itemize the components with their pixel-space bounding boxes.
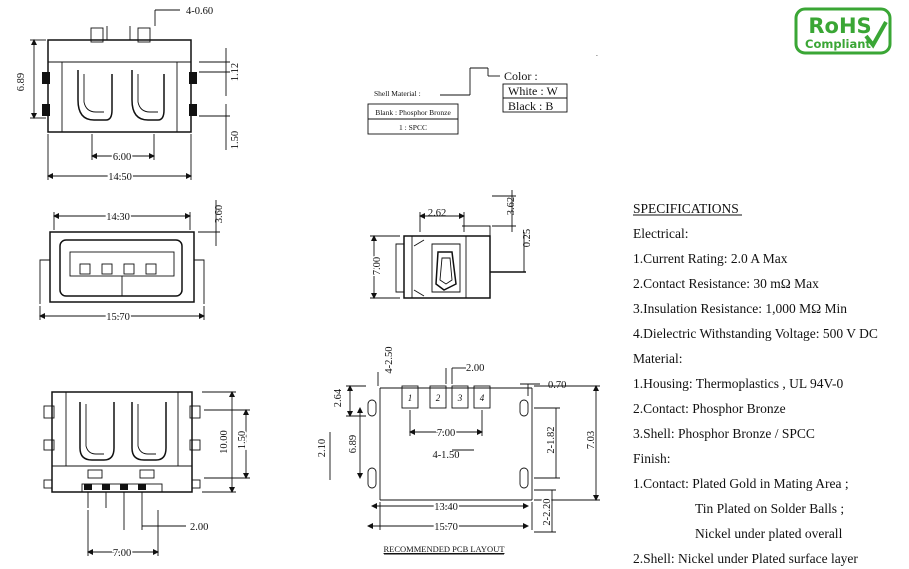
- spec-line: 2.Shell: Nickel under Plated surface lay…: [633, 551, 858, 566]
- color-row: Black : B: [508, 99, 553, 113]
- dim-label: 0.25: [522, 229, 533, 247]
- dim-label: 7.00: [113, 548, 131, 559]
- color-title: Color :: [504, 69, 538, 83]
- dim-label: 1.50: [237, 431, 248, 449]
- dim-label: 2.00: [466, 363, 484, 374]
- dim-label: 2.10: [317, 439, 328, 457]
- dim-label: 6.89: [348, 435, 359, 453]
- dim-label: 10.00: [219, 430, 230, 454]
- rohs-logo: RoHS Compliant: [794, 7, 892, 55]
- material-row: Blank : Phosphor Bronze: [375, 108, 451, 117]
- dim-label: 2-2.20: [542, 498, 553, 525]
- dim-label: 13.40: [434, 502, 458, 513]
- dim-label: 1.12: [230, 63, 241, 81]
- dim-label: 7.00: [437, 428, 455, 439]
- dim-label: 3.60: [214, 205, 225, 223]
- dim-label: 15.70: [434, 522, 458, 533]
- logo-line1: RoHS: [808, 14, 871, 38]
- dim-label: 6.00: [113, 152, 131, 163]
- spec-heading: SPECIFICATIONS: [633, 201, 739, 216]
- spec-line: 3.Insulation Resistance: 1,000 MΩ Min: [633, 301, 847, 316]
- svg-text:.: .: [596, 49, 598, 58]
- side-view: 2.62 3.62 7.00 0.25: [370, 190, 533, 299]
- dim-label: 7.03: [586, 431, 597, 449]
- pcb-layout: 1 2 3 4 4-2.50 2.00 0.70 2.64 6.89 2.10 …: [317, 346, 600, 555]
- spec-line: 4.Dielectric Withstanding Voltage: 500 V…: [633, 326, 878, 341]
- top-view: 4-0.60 6.89 1.12 1.50 6.00 14.50: [16, 6, 241, 185]
- logo-line2: Compliant: [805, 37, 871, 51]
- spec-line: 2.Contact: Phosphor Bronze: [633, 401, 786, 416]
- pin-number: 1: [408, 393, 413, 403]
- material-title: Shell Material :: [374, 89, 421, 98]
- dim-label: 2.62: [428, 208, 446, 219]
- spec-line: 1.Contact: Plated Gold in Mating Area ;: [633, 476, 849, 491]
- dim-label: 4-2.50: [384, 346, 395, 373]
- spec-line: Nickel under plated overall: [695, 526, 843, 541]
- color-table: Color : White : W Black : B: [502, 69, 568, 113]
- spec-line: 1.Current Rating: 2.0 A Max: [633, 251, 788, 266]
- spec-line: 1.Housing: Thermoplastics , UL 94V-0: [633, 376, 843, 391]
- dim-label: 7.00: [372, 257, 383, 275]
- front-view: 14.30 3.60 15.70: [39, 200, 225, 325]
- dim-label: 15.70: [106, 312, 130, 323]
- spec-line: 3.Shell: Phosphor Bronze / SPCC: [633, 426, 815, 441]
- dim-label: 14.50: [108, 172, 132, 183]
- dim-label: 2.64: [333, 388, 344, 407]
- shell-material-table: Shell Material : Blank : Phosphor Bronze…: [367, 49, 598, 135]
- spec-line: Tin Plated on Solder Balls ;: [695, 501, 844, 516]
- bottom-view: 10.00 1.50 2.00 7.00: [43, 391, 250, 561]
- specifications: SPECIFICATIONS Electrical: 1.Current Rat…: [633, 201, 878, 566]
- pin-number: 4: [480, 393, 485, 403]
- color-row: White : W: [508, 84, 558, 98]
- pin-number: 3: [457, 393, 463, 403]
- dim-label: 1.50: [230, 131, 241, 149]
- pcb-layout-title: RECOMMENDED PCB LAYOUT: [383, 544, 505, 554]
- spec-line: Material:: [633, 351, 682, 366]
- spec-line: 2.Contact Resistance: 30 mΩ Max: [633, 276, 819, 291]
- dim-label: 2.00: [190, 522, 208, 533]
- dim-label: 14.30: [106, 212, 130, 223]
- dim-label: 0.70: [548, 380, 566, 391]
- dim-label: 3.62: [506, 197, 517, 215]
- spec-line: Finish:: [633, 451, 671, 466]
- dim-label: 2-1.82: [546, 426, 557, 453]
- pin-number: 2: [436, 393, 441, 403]
- dim-label: 4-1.50: [432, 450, 459, 461]
- material-row: 1 : SPCC: [399, 123, 427, 132]
- spec-line: Electrical:: [633, 226, 688, 241]
- dim-label: 6.89: [16, 73, 27, 91]
- dim-label: 4-0.60: [186, 6, 213, 17]
- checkmark-icon: [864, 21, 888, 49]
